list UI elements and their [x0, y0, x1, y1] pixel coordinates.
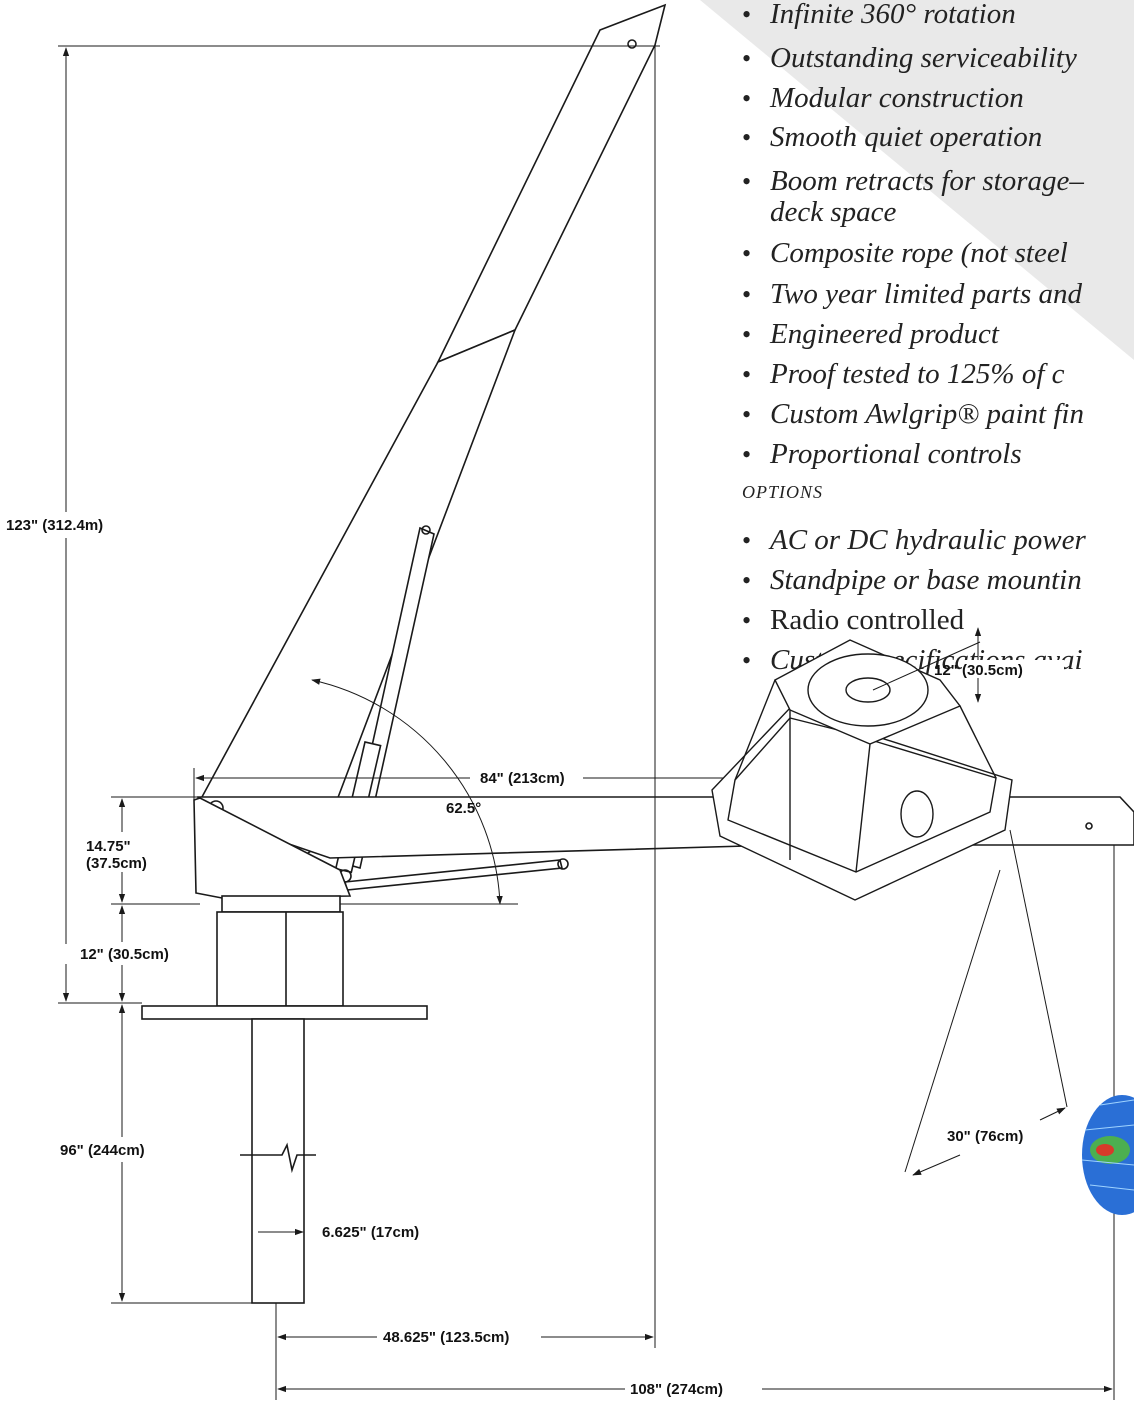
stow-link-rod: [343, 859, 564, 891]
features-bullet-1: •: [742, 44, 751, 73]
options-item-2: Radio controlled: [770, 604, 965, 636]
features-bullet-5: •: [742, 239, 751, 268]
upper-boom: [436, 3, 667, 364]
base-mount-dims: [872, 627, 1068, 1176]
features-bullet-2: •: [742, 84, 751, 113]
boom-angle-label: 62.5°: [446, 800, 481, 817]
options-bullet-3: •: [742, 646, 751, 675]
options-bullet-1: •: [742, 566, 751, 595]
features-item-8: Proof tested to 125% of c: [769, 358, 1065, 390]
gray-background-panel: [700, 0, 1134, 360]
features-item-2: Modular construction: [769, 82, 1024, 114]
features-item-5: Composite rope (not steel: [770, 237, 1068, 269]
features-bullet-10: •: [742, 440, 751, 469]
features-item-6: Two year limited parts and: [770, 278, 1083, 310]
features-bullet-6: •: [742, 280, 751, 309]
features-item-10: Proportional controls: [769, 438, 1022, 470]
standpipe-break-symbol: [240, 1142, 316, 1174]
boom-tip-sheave: [627, 39, 637, 49]
extension-pin-2: [1085, 822, 1093, 830]
fea-stress-plot-fragment: [1081, 1095, 1134, 1215]
base-mount-isometric: [711, 639, 1013, 901]
total-reach-label: 108" (274cm): [630, 1381, 723, 1398]
features-bullet-3: •: [742, 123, 751, 152]
base-height-label-1: 14.75": [86, 838, 131, 855]
features-item-7: Engineered product: [769, 318, 1000, 350]
features-bullet-7: •: [742, 320, 751, 349]
options-item-1: Standpipe or base mountin: [770, 564, 1082, 596]
options-item-0: AC or DC hydraulic power: [768, 524, 1086, 556]
features-item-1: Outstanding serviceability: [770, 42, 1077, 74]
pedestal-column: [216, 911, 344, 1007]
options-bullet-2: •: [742, 606, 751, 635]
dimension-lines: [58, 45, 1115, 1400]
dimension-labels: 123" (312.4m) 84" (213cm) 62.5° 14.75" (…: [0, 514, 723, 1398]
features-item-4-continuation: deck space: [770, 196, 897, 228]
features-item-3: Smooth quiet operation: [770, 121, 1042, 153]
horizontal-to-tip-label: 48.625" (123.5cm): [383, 1329, 509, 1346]
pedestal-height-label: 12" (30.5cm): [80, 946, 169, 963]
cylinder-top-pin: [421, 525, 431, 535]
link-pin: [557, 858, 569, 870]
standpipe: [251, 1018, 305, 1304]
base-mount-labels: 12" (30.5cm) 30" (76cm): [934, 660, 1064, 1145]
standpipe-height-label: 96" (244cm): [60, 1142, 145, 1159]
base-plate: [141, 1005, 428, 1020]
options-bullet-0: •: [742, 526, 751, 555]
features-item-0: Infinite 360° rotation: [769, 0, 1016, 30]
feature-list: • Infinite 360° rotation • Outstanding serv…: [742, 0, 1086, 676]
boom-reach-label: 84" (213cm): [480, 770, 565, 787]
features-bullet-4: •: [742, 167, 751, 196]
pipe-diameter-label: 6.625" (17cm): [322, 1224, 419, 1241]
features-bullet-9: •: [742, 400, 751, 429]
base-plate-height-label: 12" (30.5cm): [934, 662, 1023, 679]
boom-angle-arc: [311, 678, 503, 905]
features-bullet-8: •: [742, 360, 751, 389]
base-body: [727, 717, 997, 873]
slew-bearing: [221, 895, 341, 913]
features-item-9: Custom Awlgrip® paint fin: [770, 398, 1084, 430]
overall-height-label: 123" (312.4m): [6, 517, 103, 534]
lower-boom: [194, 328, 517, 856]
side-access-hole: [900, 790, 934, 838]
base-plate-width-label: 30" (76cm): [947, 1128, 1023, 1145]
options-heading: OPTIONS: [742, 482, 823, 502]
features-bullet-0: •: [742, 0, 751, 29]
base-height-label-2: (37.5cm): [86, 855, 147, 872]
features-item-4: Boom retracts for storage–: [770, 165, 1084, 197]
center-opening: [845, 677, 891, 703]
